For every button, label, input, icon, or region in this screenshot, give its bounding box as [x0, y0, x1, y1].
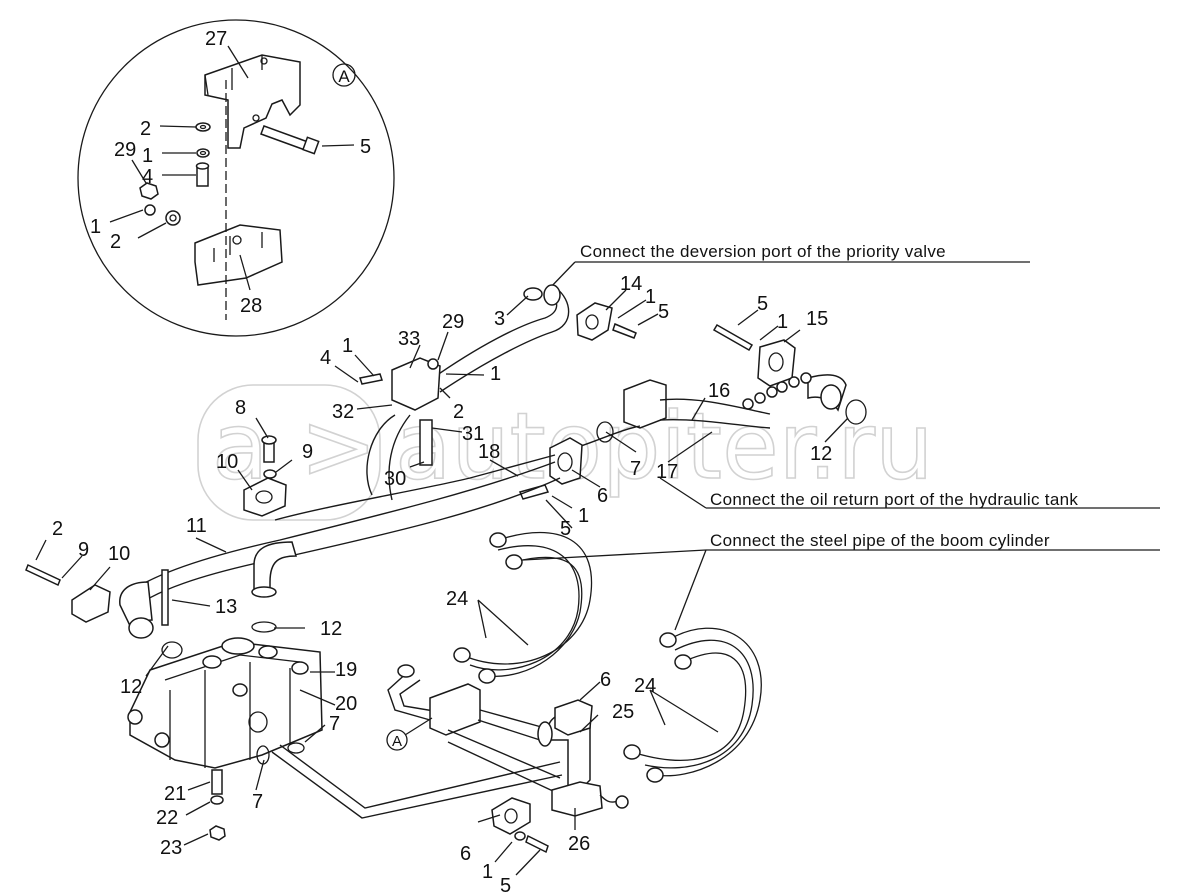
svg-text:>: >	[300, 393, 377, 500]
callout-22: 22	[156, 807, 178, 829]
callout-2: 2	[52, 518, 63, 540]
callout-1: 1	[490, 363, 501, 385]
callout-21: 21	[164, 783, 186, 805]
svg-text:A: A	[392, 733, 402, 750]
callout-11: 11	[186, 515, 207, 537]
svg-text:29: 29	[114, 139, 136, 161]
callout-7: 7	[329, 713, 340, 735]
callout-1: 1	[578, 505, 589, 527]
note-priority-valve: Connect the deversion port of the priori…	[580, 242, 946, 261]
callout-13: 13	[215, 596, 237, 618]
callout-1: 1	[645, 286, 656, 308]
note-boom-cylinder: Connect the steel pipe of the boom cylin…	[710, 531, 1050, 550]
callout-1: 1	[482, 861, 493, 883]
callout-5: 5	[560, 518, 571, 540]
detail-a-marker: A	[332, 63, 356, 87]
pipework: A	[25, 284, 867, 854]
svg-text:1: 1	[142, 145, 153, 167]
callout-1: 1	[777, 311, 788, 333]
callout-5: 5	[658, 301, 669, 323]
svg-text:2: 2	[110, 231, 121, 253]
callout-6: 6	[460, 843, 471, 865]
svg-text:A: A	[338, 67, 350, 86]
callout-16: 16	[708, 380, 730, 402]
callout-labels: 3 14 1 5 5 1 15 33 29 1 4 1 2 32 31 30 8…	[52, 273, 832, 895]
callout-19: 19	[335, 659, 357, 681]
callout-25: 25	[612, 701, 634, 723]
svg-text:27: 27	[205, 28, 227, 50]
detail-view-a: A 27 2 1 4 5 29 1 2 28	[77, 19, 395, 337]
callout-9: 9	[78, 539, 89, 561]
callout-26: 26	[568, 833, 590, 855]
callout-leaders	[35, 289, 849, 876]
callout-24: 24	[446, 588, 468, 610]
callout-7: 7	[252, 791, 263, 813]
callout-5: 5	[500, 875, 511, 895]
callout-14: 14	[620, 273, 642, 295]
callout-12: 12	[810, 443, 832, 465]
callout-24: 24	[634, 675, 656, 697]
callout-30: 30	[384, 468, 406, 490]
callout-7: 7	[630, 458, 641, 480]
callout-31: 31	[462, 423, 484, 445]
callout-6: 6	[597, 485, 608, 507]
bottom-marker-a: A	[386, 717, 433, 751]
callout-23: 23	[160, 837, 182, 859]
svg-text:4: 4	[142, 166, 153, 188]
callout-5: 5	[757, 293, 768, 315]
callout-18: 18	[478, 441, 500, 463]
callout-10: 10	[108, 543, 130, 565]
callout-9: 9	[302, 441, 313, 463]
callout-15: 15	[806, 308, 828, 330]
callout-29: 29	[442, 311, 464, 333]
callout-3: 3	[494, 308, 505, 330]
callout-10: 10	[216, 451, 238, 473]
svg-text:1: 1	[90, 216, 101, 238]
svg-text:28: 28	[240, 295, 262, 317]
note-oil-return: Connect the oil return port of the hydra…	[710, 490, 1078, 509]
callout-17: 17	[656, 461, 678, 483]
callout-2: 2	[453, 401, 464, 423]
callout-8: 8	[235, 397, 246, 419]
callout-6: 6	[600, 669, 611, 691]
callout-4: 4	[320, 347, 331, 369]
svg-text:2: 2	[140, 118, 151, 140]
callout-33: 33	[398, 328, 420, 350]
callout-12: 12	[320, 618, 342, 640]
callout-32: 32	[332, 401, 354, 423]
callout-12: 12	[120, 676, 142, 698]
svg-text:5: 5	[360, 136, 371, 158]
callout-1: 1	[342, 335, 353, 357]
callout-20: 20	[335, 693, 357, 715]
